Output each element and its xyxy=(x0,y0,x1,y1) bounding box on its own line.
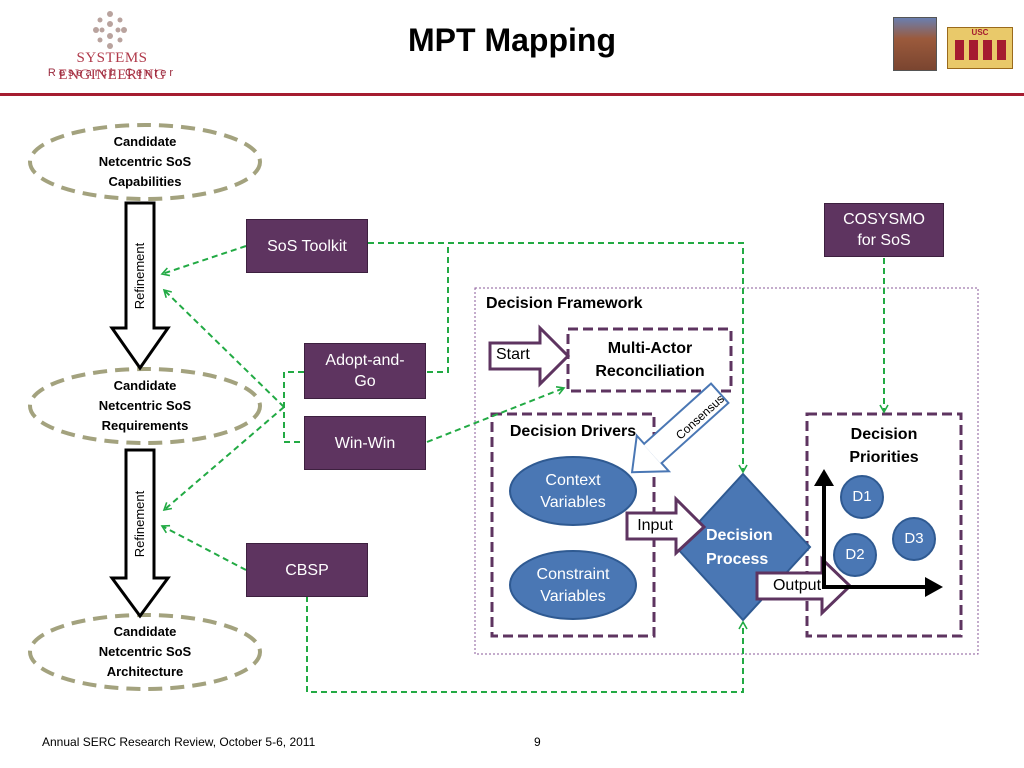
d3-circle xyxy=(892,517,936,561)
context-variables-ellipse xyxy=(509,456,637,526)
link-cbsp-refinement xyxy=(160,524,247,571)
d1-circle xyxy=(840,475,884,519)
link-toolkit-refinement xyxy=(160,245,247,277)
d1-label: D1 xyxy=(852,488,872,505)
link-winwin-multiactor xyxy=(426,386,566,443)
d3-label: D3 xyxy=(904,530,924,547)
header-rule xyxy=(0,93,1024,96)
win-win-box: Win-Win xyxy=(304,416,426,470)
refinement-label-2: Refinement xyxy=(132,490,147,558)
d2-label: D2 xyxy=(845,546,865,563)
capabilities-ellipse xyxy=(28,123,262,201)
context-variables-label: Context Variables xyxy=(540,472,606,511)
link-toolkit-decision xyxy=(368,242,748,474)
page-title: MPT Mapping xyxy=(408,22,616,58)
serc-logo xyxy=(88,10,132,50)
architecture-text: Candidate Netcentric SoS Architecture xyxy=(98,624,192,679)
priority-x-axis-head xyxy=(925,577,943,597)
architecture-ellipse xyxy=(28,613,262,691)
refinement-label-1: Refinement xyxy=(132,242,147,310)
logo-line-1: SYSTEMS ENGINEERING xyxy=(58,50,166,83)
footer-page-number: 9 xyxy=(534,735,541,749)
sos-toolkit-box: SoS Toolkit xyxy=(246,219,368,273)
consensus-arrow xyxy=(630,382,730,474)
decision-drivers-title: Decision Drivers xyxy=(509,423,637,440)
start-arrow xyxy=(488,324,571,388)
architecture-label: Candidate Netcentric SoS Architecture xyxy=(60,622,230,682)
requirements-ellipse xyxy=(28,367,262,445)
d2-circle xyxy=(833,533,877,577)
requirements-text: Candidate Netcentric SoS Requirements xyxy=(98,378,192,433)
priority-y-axis-head xyxy=(814,469,834,486)
link-cbsp-decision xyxy=(306,596,748,693)
serc-logo-dots-icon xyxy=(93,11,127,49)
link-adopt-branch xyxy=(427,243,449,373)
tower-photo xyxy=(893,17,937,71)
refinement-arrow-1 xyxy=(109,201,171,371)
refinement-arrow-2 xyxy=(109,448,171,619)
adopt-and-go-box: Adopt-and- Go xyxy=(304,343,426,399)
decision-priorities-title: Decision Priorities xyxy=(849,426,919,466)
start-label: Start xyxy=(496,346,530,363)
multi-actor-box xyxy=(566,327,733,393)
input-label: Input xyxy=(637,517,673,534)
usc-logo: USC xyxy=(947,27,1013,69)
cosysmo-box: COSYSMO for SoS xyxy=(824,203,944,257)
usc-logo-text: USC xyxy=(971,28,989,37)
decision-process-label: Decision Process xyxy=(706,527,773,568)
decision-framework-title: Decision Framework xyxy=(486,295,643,312)
output-label: Output xyxy=(772,577,822,594)
link-adopt-refinement-1 xyxy=(162,288,285,408)
multi-actor-label: Multi-Actor Reconciliation xyxy=(595,340,705,380)
constraint-variables-ellipse xyxy=(509,550,637,620)
input-arrow xyxy=(625,495,707,557)
capabilities-text: Candidate Netcentric SoS Capabilities xyxy=(98,134,192,189)
capabilities-label: Candidate Netcentric SoS Capabilities xyxy=(60,132,230,192)
constraint-variables-label: Constraint Variables xyxy=(536,566,610,605)
link-adopt-refinement-2 xyxy=(162,406,285,512)
cbsp-box: CBSP xyxy=(246,543,368,597)
requirements-label: Candidate Netcentric SoS Requirements xyxy=(60,376,230,436)
link-left-branch xyxy=(283,371,304,443)
logo-line-2: Research Center xyxy=(47,67,177,79)
footer-event: Annual SERC Research Review, October 5-6… xyxy=(42,735,316,749)
decision-framework-frame xyxy=(474,287,979,655)
